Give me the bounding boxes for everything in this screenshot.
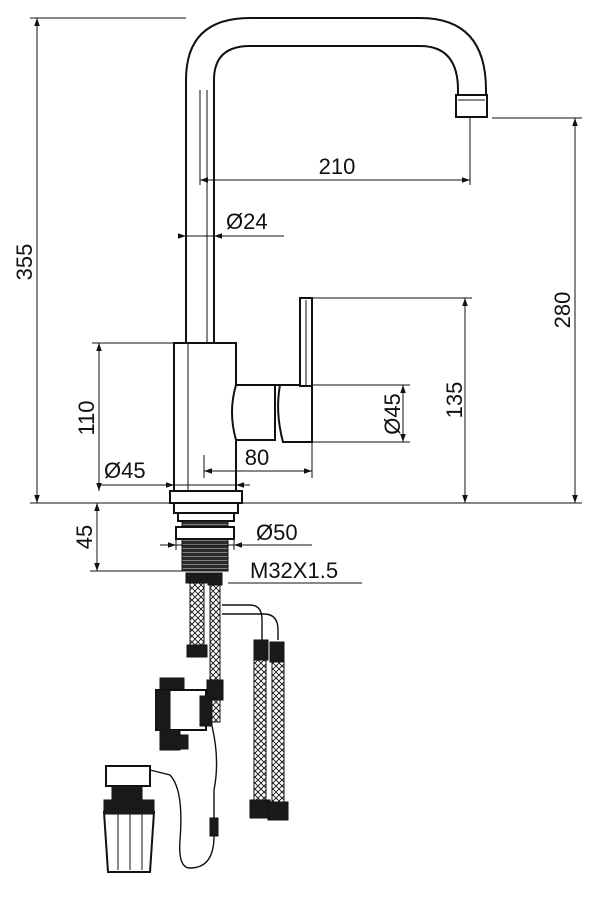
supply-hoses: [185, 572, 289, 821]
mounting-base: [169, 490, 243, 572]
dim-body-height: 110: [74, 342, 174, 491]
dim-o50-label: Ø50: [256, 520, 298, 545]
dim-80-label: 80: [245, 445, 269, 470]
dim-lever-height: 135: [312, 297, 472, 503]
dim-body-diameter: Ø45: [100, 458, 250, 488]
dim-spout-height: 280: [242, 117, 582, 504]
faucet-body: [173, 342, 237, 492]
dim-280-label: 280: [550, 292, 575, 329]
spout-tube: [185, 17, 488, 345]
control-unit: [155, 677, 213, 751]
thread-label: M32X1.5: [250, 558, 338, 583]
dim-base-height: 45: [72, 502, 182, 572]
dim-lever-diameter: Ø45: [312, 384, 410, 443]
lever-handle: [231, 297, 313, 443]
dim-210-label: 210: [319, 154, 356, 179]
dim-110-label: 110: [74, 400, 99, 435]
dim-spout-reach: 210: [199, 90, 471, 185]
dim-base-diameter: Ø50: [160, 520, 312, 550]
dim-135-label: 135: [442, 382, 467, 419]
dim-355-label: 355: [12, 244, 37, 281]
dim-thread: M32X1.5: [228, 558, 362, 584]
dim-45-label: 45: [72, 525, 97, 549]
battery-pack: [102, 725, 219, 873]
dim-spout-diameter: Ø24: [178, 209, 284, 239]
dim-o24-label: Ø24: [226, 209, 268, 234]
dim-total-height: 355: [12, 17, 186, 504]
dim-o45-lever-label: Ø45: [380, 393, 405, 435]
dim-lever-offset: 80: [203, 442, 313, 478]
aerator: [455, 94, 488, 118]
dim-o45-body-label: Ø45: [104, 458, 146, 483]
